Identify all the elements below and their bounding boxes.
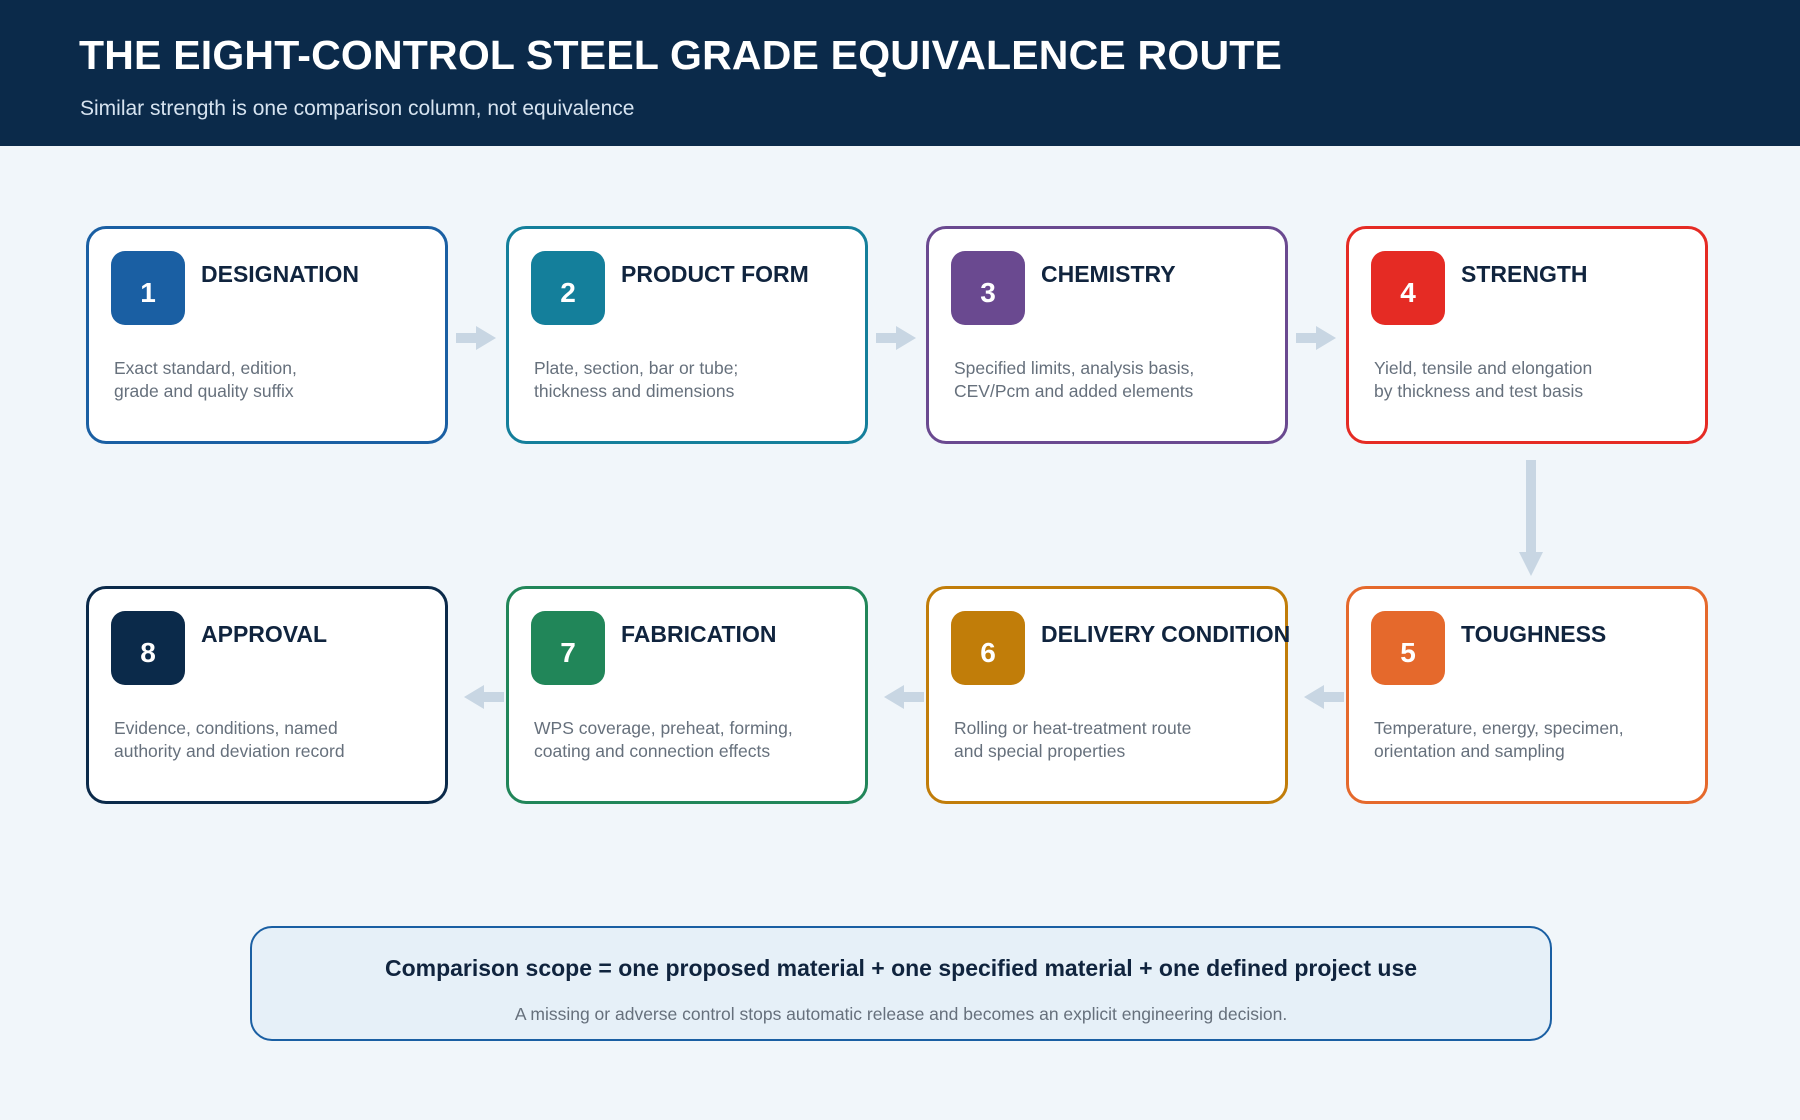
step-description-line: Exact standard, edition, [114, 358, 297, 378]
step-card-approval: 8 APPROVAL Evidence, conditions, named auth… [86, 586, 448, 804]
step-description: Exact standard, edition, grade and qualit… [114, 357, 434, 403]
connector-4-5 [1519, 460, 1543, 576]
step-description-line: Evidence, conditions, named [114, 718, 338, 738]
step-description-line: orientation and sampling [1374, 741, 1565, 761]
step-card-designation: 1 DESIGNATION Exact standard, edition, grad… [86, 226, 448, 444]
step-number-badge: 6 [951, 611, 1025, 685]
step-title: DESIGNATION [201, 261, 360, 287]
comparison-scope-note: A missing or adverse control stops autom… [514, 1004, 1288, 1024]
step-number: 1 [140, 277, 156, 308]
step-description-line: Plate, section, bar or tube; [534, 358, 739, 378]
step-description: Plate, section, bar or tube; thickness an… [534, 357, 854, 403]
step-title: APPROVAL [201, 621, 328, 647]
comparison-scope-box: Comparison scope = one proposed material… [250, 926, 1552, 1041]
page-subtitle: Similar strength is one comparison colum… [80, 97, 635, 120]
step-card-fabrication: 7 FABRICATION WPS coverage, preheat, formi… [506, 586, 868, 804]
step-title: TOUGHNESS [1461, 621, 1607, 647]
connector-3-4 [1296, 326, 1336, 350]
step-number-badge: 8 [111, 611, 185, 685]
step-number-badge: 2 [531, 251, 605, 325]
page-header: THE EIGHT-CONTROL STEEL GRADE EQUIVALENC… [0, 0, 1800, 146]
step-number-badge: 5 [1371, 611, 1445, 685]
step-description-line: authority and deviation record [114, 741, 345, 761]
step-description-line: CEV/Pcm and added elements [954, 381, 1194, 401]
step-number: 8 [140, 637, 156, 668]
step-description-line: by thickness and test basis [1374, 381, 1584, 401]
step-description-line: coating and connection effects [534, 741, 771, 761]
step-description-line: grade and quality suffix [114, 381, 294, 401]
step-number-badge: 1 [111, 251, 185, 325]
step-number: 7 [560, 637, 576, 668]
step-description-line: Yield, tensile and elongation [1374, 358, 1593, 378]
step-number: 2 [560, 277, 576, 308]
connector-1-2 [456, 326, 496, 350]
connector-7-8 [464, 685, 504, 709]
step-card-chemistry: 3 CHEMISTRY Specified limits, analysis bas… [926, 226, 1288, 444]
step-description-line: WPS coverage, preheat, forming, [534, 718, 793, 738]
step-description-line: thickness and dimensions [534, 381, 735, 401]
step-description: Rolling or heat-treatment route and speci… [954, 717, 1274, 763]
step-description: Yield, tensile and elongation by thicknes… [1374, 357, 1694, 403]
step-title: DELIVERY CONDITION [1041, 621, 1291, 647]
step-description: Evidence, conditions, named authority and… [114, 717, 434, 763]
step-card-strength: 4 STRENGTH Yield, tensile and elongation by… [1346, 226, 1708, 444]
step-number-badge: 3 [951, 251, 1025, 325]
step-title: STRENGTH [1461, 261, 1588, 287]
connector-5-6 [1304, 685, 1344, 709]
step-description-line: Rolling or heat-treatment route [954, 718, 1192, 738]
step-number-badge: 7 [531, 611, 605, 685]
connector-2-3 [876, 326, 916, 350]
step-title: CHEMISTRY [1041, 261, 1176, 287]
step-number: 5 [1400, 637, 1416, 668]
step-card-toughness: 5 TOUGHNESS Temperature, energy, specimen,… [1346, 586, 1708, 804]
connector-6-7 [884, 685, 924, 709]
page-title: THE EIGHT-CONTROL STEEL GRADE EQUIVALENC… [79, 32, 1283, 78]
step-description-line: Specified limits, analysis basis, [954, 358, 1195, 378]
step-number: 6 [980, 637, 996, 668]
step-description: Specified limits, analysis basis, CEV/Pcm… [954, 357, 1274, 403]
step-title: FABRICATION [621, 621, 777, 647]
comparison-scope-statement: Comparison scope = one proposed material… [384, 955, 1418, 981]
step-description: Temperature, energy, specimen, orientatio… [1374, 717, 1694, 763]
step-number: 3 [980, 277, 996, 308]
step-description-line: and special properties [954, 741, 1126, 761]
step-title: PRODUCT FORM [621, 261, 809, 287]
step-description: WPS coverage, preheat, forming, coating a… [534, 717, 854, 763]
step-card-product-form: 2 PRODUCT FORM Plate, section, bar or tube… [506, 226, 868, 444]
step-number-badge: 4 [1371, 251, 1445, 325]
step-description-line: Temperature, energy, specimen, [1374, 718, 1624, 738]
step-card-delivery-condition: 6 DELIVERY CONDITION Rolling or heat-treat… [926, 586, 1291, 804]
step-number: 4 [1400, 277, 1416, 308]
